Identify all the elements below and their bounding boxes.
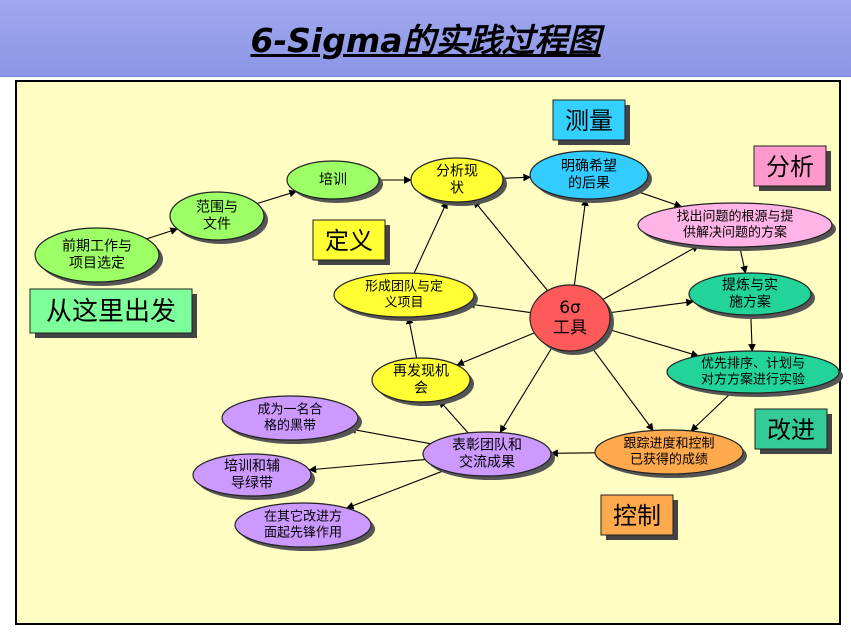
process-node-n12-text-1: 形成团队与定 [365, 280, 443, 295]
process-node-n15-text-2: 面起先锋作用 [264, 526, 342, 541]
stage-label-control-text: 控制 [613, 502, 661, 530]
process-node-n2-text-1: 范围与 [196, 199, 238, 216]
diagram-panel [15, 80, 841, 625]
title-bar: 6-Sigma的实践过程图 [0, 0, 851, 77]
process-node-n6-text-1: 找出问题的根源与提 [676, 209, 793, 225]
process-node-n3-text-1: 培训 [319, 172, 347, 188]
stage-label-analyze-text: 分析 [766, 153, 814, 181]
process-node-n7-text-1: 提炼与实 [722, 278, 778, 294]
connector-layer [146, 173, 756, 510]
arrow-n10-to-n11 [438, 399, 469, 434]
arrow-center-to-n5 [573, 198, 589, 286]
process-node-n2-text-2: 文件 [203, 217, 231, 233]
process-node-n10-text-1: 表彰团队和 [452, 437, 522, 454]
process-node-n4-text-1: 分析现 [436, 164, 478, 180]
stage-label-start: 从这里出发 [29, 288, 197, 338]
arrow-center-to-n8 [607, 328, 699, 358]
process-node-n12-text-2: 义项目 [384, 296, 423, 311]
process-node-n1-text-2: 项目选定 [69, 256, 125, 272]
stage-label-define: 定义 [312, 219, 390, 265]
node-layer: 前期工作与项目选定范围与文件培训分析现状明确希望的后果找出问题的根源与提供解决问… [34, 150, 843, 551]
arrow-center-to-n12 [467, 301, 531, 314]
center-node-6sigma-tools-text-2: 工具 [553, 318, 587, 338]
process-node-n7-text-2: 施方案 [729, 294, 771, 311]
arrow-n7-to-n8 [748, 314, 756, 352]
arrow-center-to-n6 [602, 244, 700, 300]
process-node-n14-text-2: 导绿带 [231, 476, 273, 492]
stage-label-measure: 测量 [552, 99, 630, 145]
stage-label-improve-text: 改进 [767, 416, 815, 444]
arrow-n2-to-n3 [257, 189, 297, 205]
arrow-n11-to-n12 [405, 316, 418, 359]
arrow-n10-to-n13 [348, 426, 431, 445]
arrow-n4-to-n5 [502, 173, 532, 182]
process-node-n14-text-1: 培训和辅 [224, 459, 280, 475]
process-node-n1-text-1: 前期工作与 [62, 238, 132, 255]
process-node-n5-text-1: 明确希望 [561, 159, 617, 175]
arrow-n12-to-n4 [413, 200, 448, 274]
arrow-center-to-n4 [473, 199, 549, 292]
stage-label-analyze: 分析 [753, 145, 831, 191]
stage-label-start-text: 从这里出发 [46, 297, 176, 327]
process-node-n11-text-1: 再发现机 [393, 364, 449, 380]
process-node-n4-text-2: 状 [450, 181, 464, 197]
stage-label-define-text: 定义 [325, 227, 373, 255]
process-node-n11-text-2: 会 [414, 381, 428, 397]
process-node-n3: 培训 [286, 160, 383, 203]
arrow-center-to-n10 [499, 347, 553, 434]
process-node-n15-text-1: 在其它改进方 [264, 509, 342, 525]
process-node-n10-text-2: 交流成果 [459, 454, 515, 471]
stage-label-improve: 改进 [754, 408, 832, 454]
process-node-n13-text-2: 格的黑带 [264, 418, 316, 434]
arrow-n5-to-n6 [633, 189, 683, 209]
process-node-n8-text-2: 对方方案进行实验 [701, 372, 805, 388]
stage-label-control: 控制 [600, 494, 678, 540]
arrow-n6-to-n7 [739, 246, 748, 274]
arrow-center-to-n7 [609, 298, 694, 314]
arrow-n10-to-n14 [308, 458, 426, 474]
stage-label-measure-text: 测量 [565, 107, 613, 135]
arrow-n10-to-n15 [345, 469, 445, 510]
arrow-n8-to-n9 [690, 391, 733, 432]
process-node-n6-text-2: 供解决问题的方案 [683, 225, 787, 241]
page-title: 6-Sigma的实践过程图 [250, 21, 601, 60]
arrow-n1-to-n2 [146, 227, 179, 240]
process-node-n5-text-2: 的后果 [568, 176, 610, 192]
center-node-6sigma-tools-text-1: 6σ [559, 298, 581, 318]
arrow-center-to-n11 [456, 332, 535, 366]
process-node-n8-text-1: 优先排序、计划与 [701, 357, 805, 372]
process-node-n13-text-1: 成为一名合 [257, 402, 322, 418]
process-node-n9-text-1: 跟踪进度和控制 [623, 436, 714, 452]
process-node-n9-text-2: 已获得的成绩 [630, 452, 708, 468]
arrow-center-to-n9 [590, 345, 654, 432]
